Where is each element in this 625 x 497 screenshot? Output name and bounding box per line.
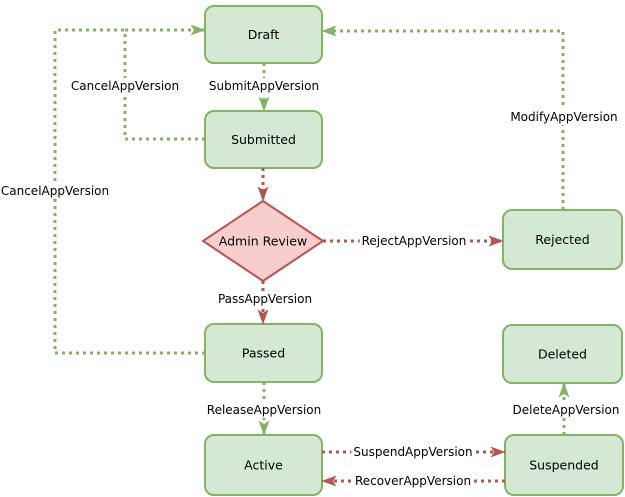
edge-label-suspend-app-version: SuspendAppVersion bbox=[351, 444, 475, 460]
edge-label-background bbox=[359, 233, 469, 249]
edge-label-text: ReleaseAppVersion bbox=[207, 403, 321, 417]
edge-label-text: RejectAppVersion bbox=[362, 234, 467, 248]
edge-label-background bbox=[510, 402, 622, 418]
edge-label-text: DeleteAppVersion bbox=[513, 403, 620, 417]
node-label: Passed bbox=[242, 346, 285, 361]
node-rejected: Rejected bbox=[502, 209, 623, 270]
edge-label-background bbox=[215, 291, 315, 307]
edge-label-delete-app-version: DeleteAppVersion bbox=[510, 402, 622, 418]
node-label: Draft bbox=[248, 27, 280, 42]
edge-label-text: CancelAppVersion bbox=[1, 184, 109, 198]
edge-label-background bbox=[68, 78, 182, 94]
edge-label-background bbox=[351, 444, 475, 460]
edge-label-background bbox=[508, 109, 620, 125]
edge-label-release-app-version: ReleaseAppVersion bbox=[204, 402, 324, 418]
node-passed: Passed bbox=[204, 323, 323, 383]
node-label: Deleted bbox=[538, 347, 587, 362]
node-label: Active bbox=[244, 458, 283, 473]
edge-label-background bbox=[352, 473, 474, 489]
node-label: Admin Review bbox=[219, 234, 307, 249]
edge-label-text: SubmitAppVersion bbox=[209, 79, 319, 93]
edge-label-text: RecoverAppVersion bbox=[355, 474, 471, 488]
edge-label-reject-app-version: RejectAppVersion bbox=[359, 233, 469, 249]
edge-label-background bbox=[206, 78, 322, 94]
edge-label-text: SuspendAppVersion bbox=[353, 445, 472, 459]
edge-labels-layer: SubmitAppVersionCancelAppVersionCancelAp… bbox=[0, 78, 622, 489]
node-submitted: Submitted bbox=[204, 110, 323, 169]
edge-label-pass-app-version: PassAppVersion bbox=[215, 291, 315, 307]
node-suspended: Suspended bbox=[504, 434, 624, 496]
edge-label-modify-app-version: ModifyAppVersion bbox=[508, 109, 620, 125]
node-label: Rejected bbox=[535, 232, 589, 247]
edge-label-cancel-app-version-passed: CancelAppVersion bbox=[0, 183, 112, 199]
node-admin-review: Admin Review bbox=[201, 199, 325, 283]
edge-label-text: ModifyAppVersion bbox=[510, 110, 617, 124]
edge-label-background bbox=[204, 402, 324, 418]
edge-label-submit-app-version: SubmitAppVersion bbox=[206, 78, 322, 94]
edge-label-text: CancelAppVersion bbox=[71, 79, 179, 93]
node-label: Suspended bbox=[529, 458, 598, 473]
node-deleted: Deleted bbox=[502, 324, 623, 384]
node-active: Active bbox=[204, 434, 323, 496]
edge-label-cancel-app-version-submitted: CancelAppVersion bbox=[68, 78, 182, 94]
edge-label-background bbox=[0, 183, 112, 199]
edge-label-text: PassAppVersion bbox=[218, 292, 312, 306]
node-draft: Draft bbox=[204, 5, 323, 64]
node-label: Submitted bbox=[231, 132, 296, 147]
edge-label-recover-app-version: RecoverAppVersion bbox=[352, 473, 474, 489]
